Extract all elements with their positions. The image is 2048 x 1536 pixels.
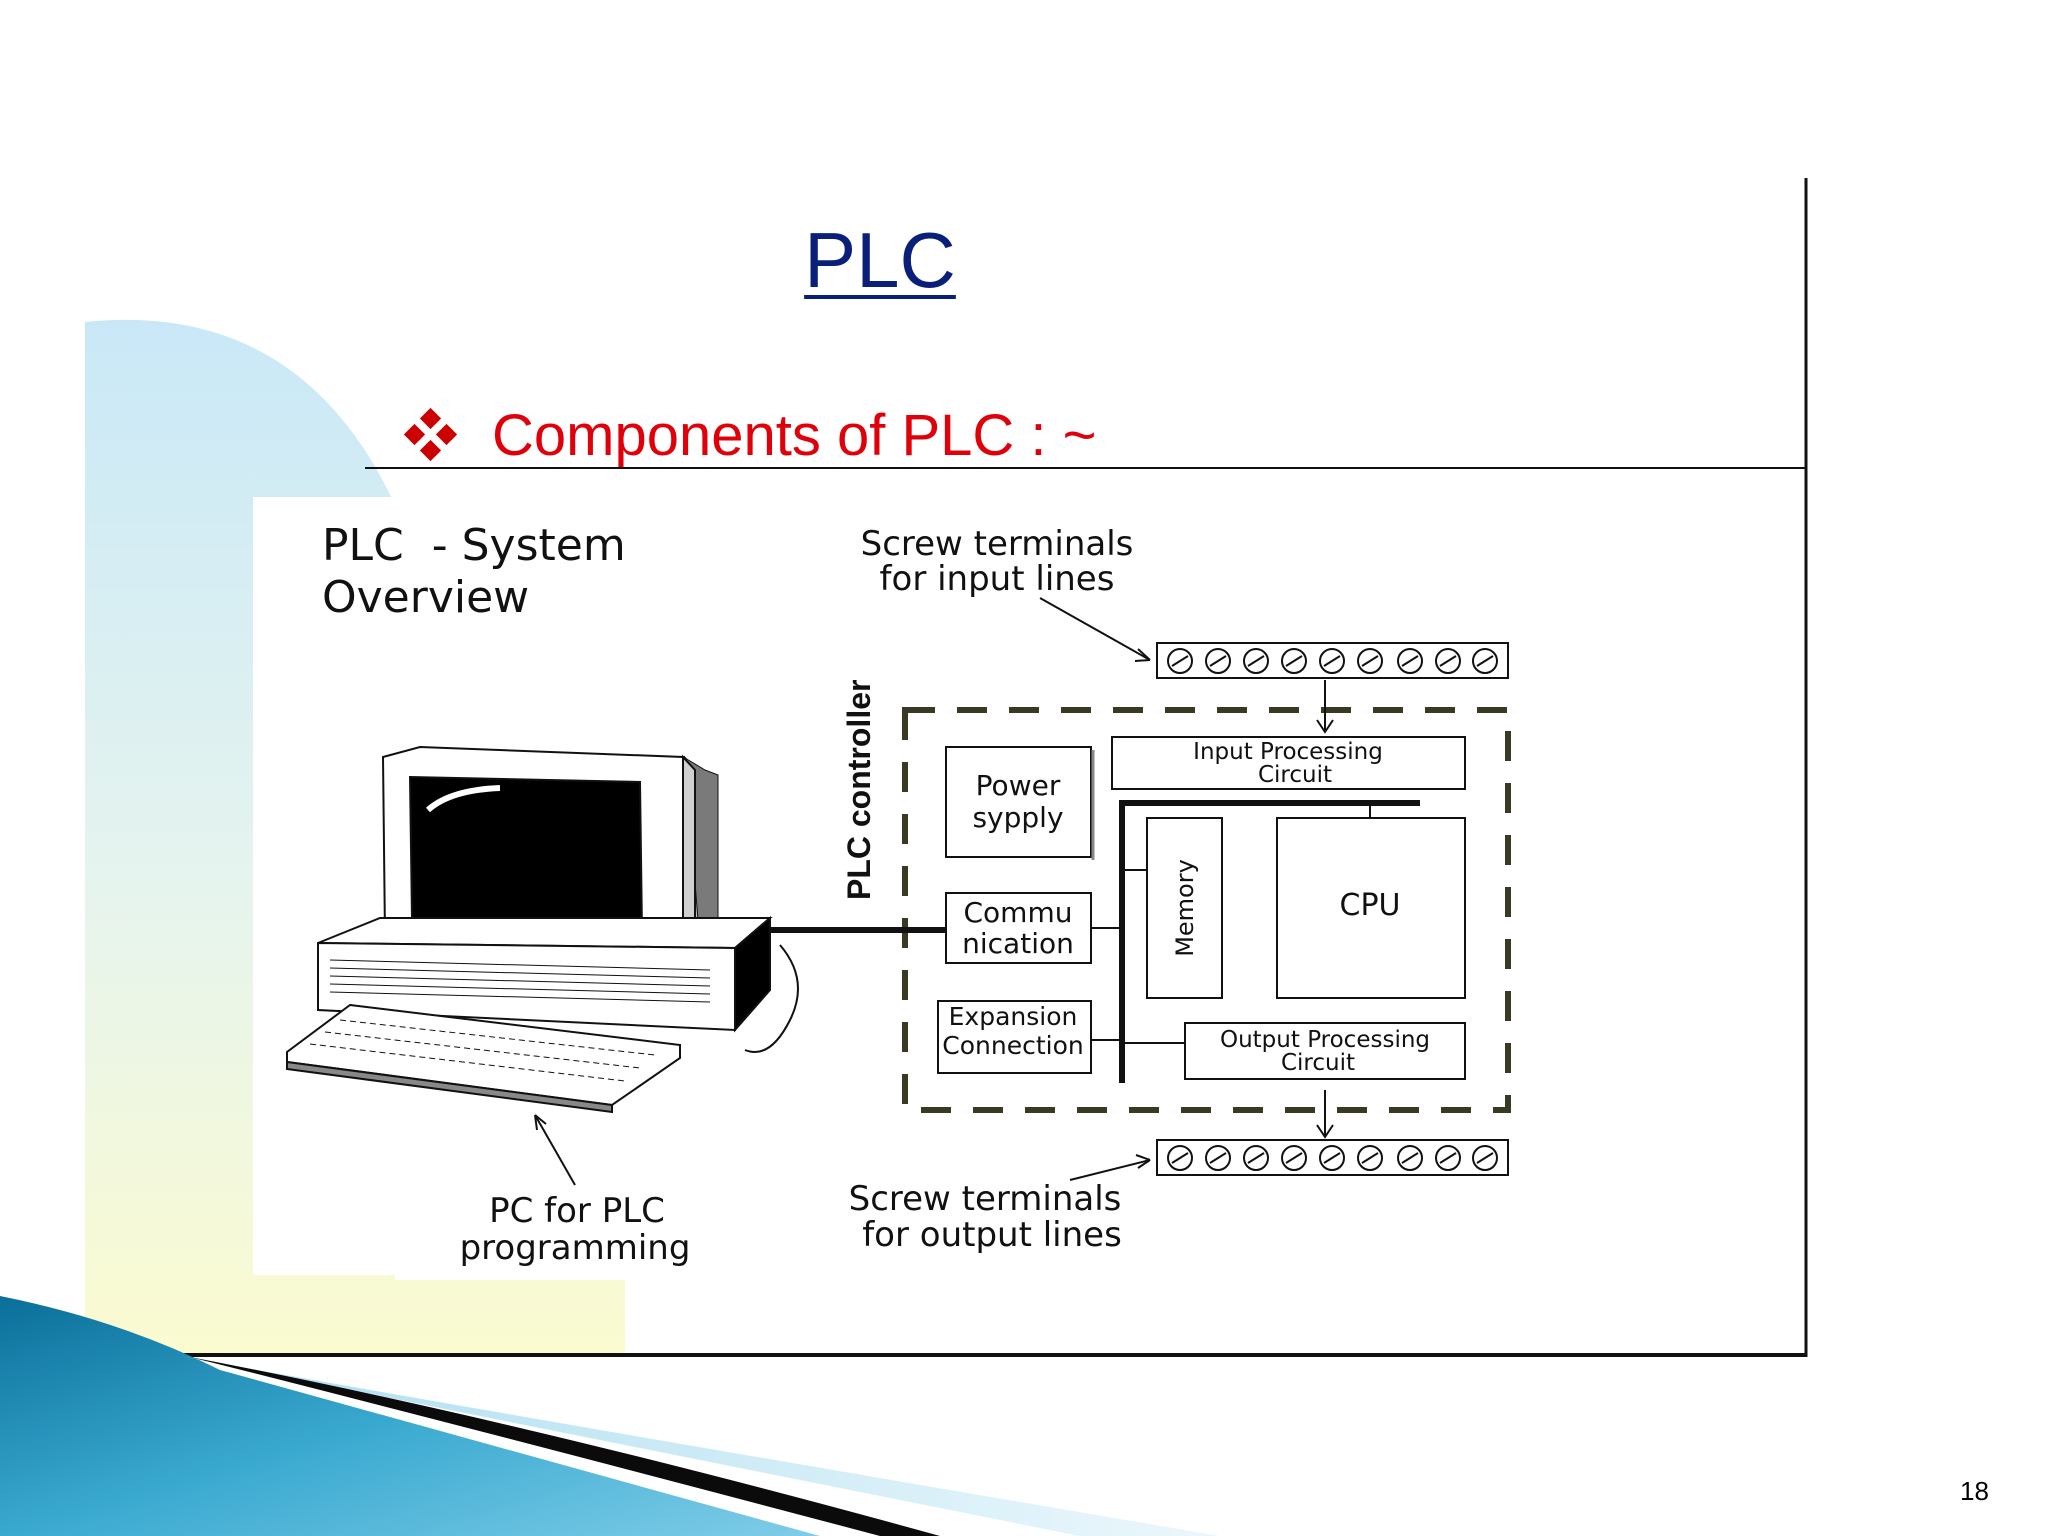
plc-controller-label: PLC controller [841,680,877,900]
pc-label-arrowhead [534,1114,547,1131]
cpu-label: CPU [1340,888,1401,923]
screw-slot [1209,655,1227,667]
input-terminals-arrow [1039,597,1151,661]
slide-title: PLC [804,216,956,304]
power-supply-box: Power sypply [945,746,1095,860]
output-terminals-label-line1: Screw terminals [849,1179,1122,1219]
output-terminals-arrowhead [1135,1154,1151,1169]
output-terminals-label-line2: for output lines [862,1215,1122,1255]
communication-line1: Commu [964,896,1073,929]
input-terminals-label-line2: for input lines [880,559,1115,599]
power-supply-line2: sypply [972,801,1063,834]
pc-label-line1: PC for PLC [489,1191,665,1231]
output-circuit-line1: Output Processing [1220,1027,1430,1053]
screw-slot [1209,1152,1227,1164]
input-terminals-arrowhead [1134,648,1151,662]
communication-box: Commu nication [945,892,1092,964]
bullet-text: Components of PLC : ~ [492,402,1097,468]
screw-slot [1285,1152,1303,1164]
screw-slot [1247,655,1265,667]
expansion-line1: Expansion [949,1002,1078,1031]
screw-slot [1439,1152,1457,1164]
input-circuit-line1: Input Processing [1193,739,1383,765]
plc-controller-border [902,707,1511,1113]
screw-slot [1401,655,1419,667]
input-terminals-label-line1: Screw terminals [861,524,1134,564]
memory-box: Memory [1146,817,1223,999]
screw-slot [1247,1152,1265,1164]
output-down-arrowhead [1316,1124,1334,1139]
memory-label: Memory [1171,859,1199,957]
screw-slot [1401,1152,1419,1164]
diagram-heading-line1: PLC - System [322,520,626,571]
expansion-line2: Connection [942,1031,1083,1060]
screw-slot [1171,1152,1189,1164]
output-processing-circuit-box: Output Processing Circuit [1184,1022,1466,1080]
screw-slot [1361,1152,1379,1164]
screw-slot [1171,655,1189,667]
screw-slot [1323,655,1341,667]
pc-label-arrow [534,1114,576,1186]
input-circuit-line2: Circuit [1258,762,1332,788]
screw-slot [1476,655,1494,667]
input-screw-terminal-strip [1156,642,1509,679]
bullet-item: Components of PLC : ~ [403,395,1097,475]
output-screw-terminal-strip [1156,1139,1509,1176]
power-supply-line1: Power [976,769,1061,802]
cpu-box: CPU [1276,817,1466,999]
output-circuit-line2: Circuit [1281,1050,1355,1076]
slide-page-number: 18 [1960,1476,1989,1506]
output-terminals-arrow [1069,1159,1151,1181]
communication-line2: nication [962,927,1074,960]
expansion-connection-box: Expansion Connection [937,1000,1092,1074]
screw-slot [1285,655,1303,667]
screw-slot [1439,655,1457,667]
screw-slot [1361,655,1379,667]
input-processing-circuit-box: Input Processing Circuit [1111,736,1466,790]
desktop-computer-icon [286,745,799,1114]
screw-slot [1476,1152,1494,1164]
input-down-arrowhead [1316,719,1334,734]
screw-slot [1323,1152,1341,1164]
diagram-heading-line2: Overview [322,572,529,623]
pc-label-line2: programming [460,1228,691,1268]
